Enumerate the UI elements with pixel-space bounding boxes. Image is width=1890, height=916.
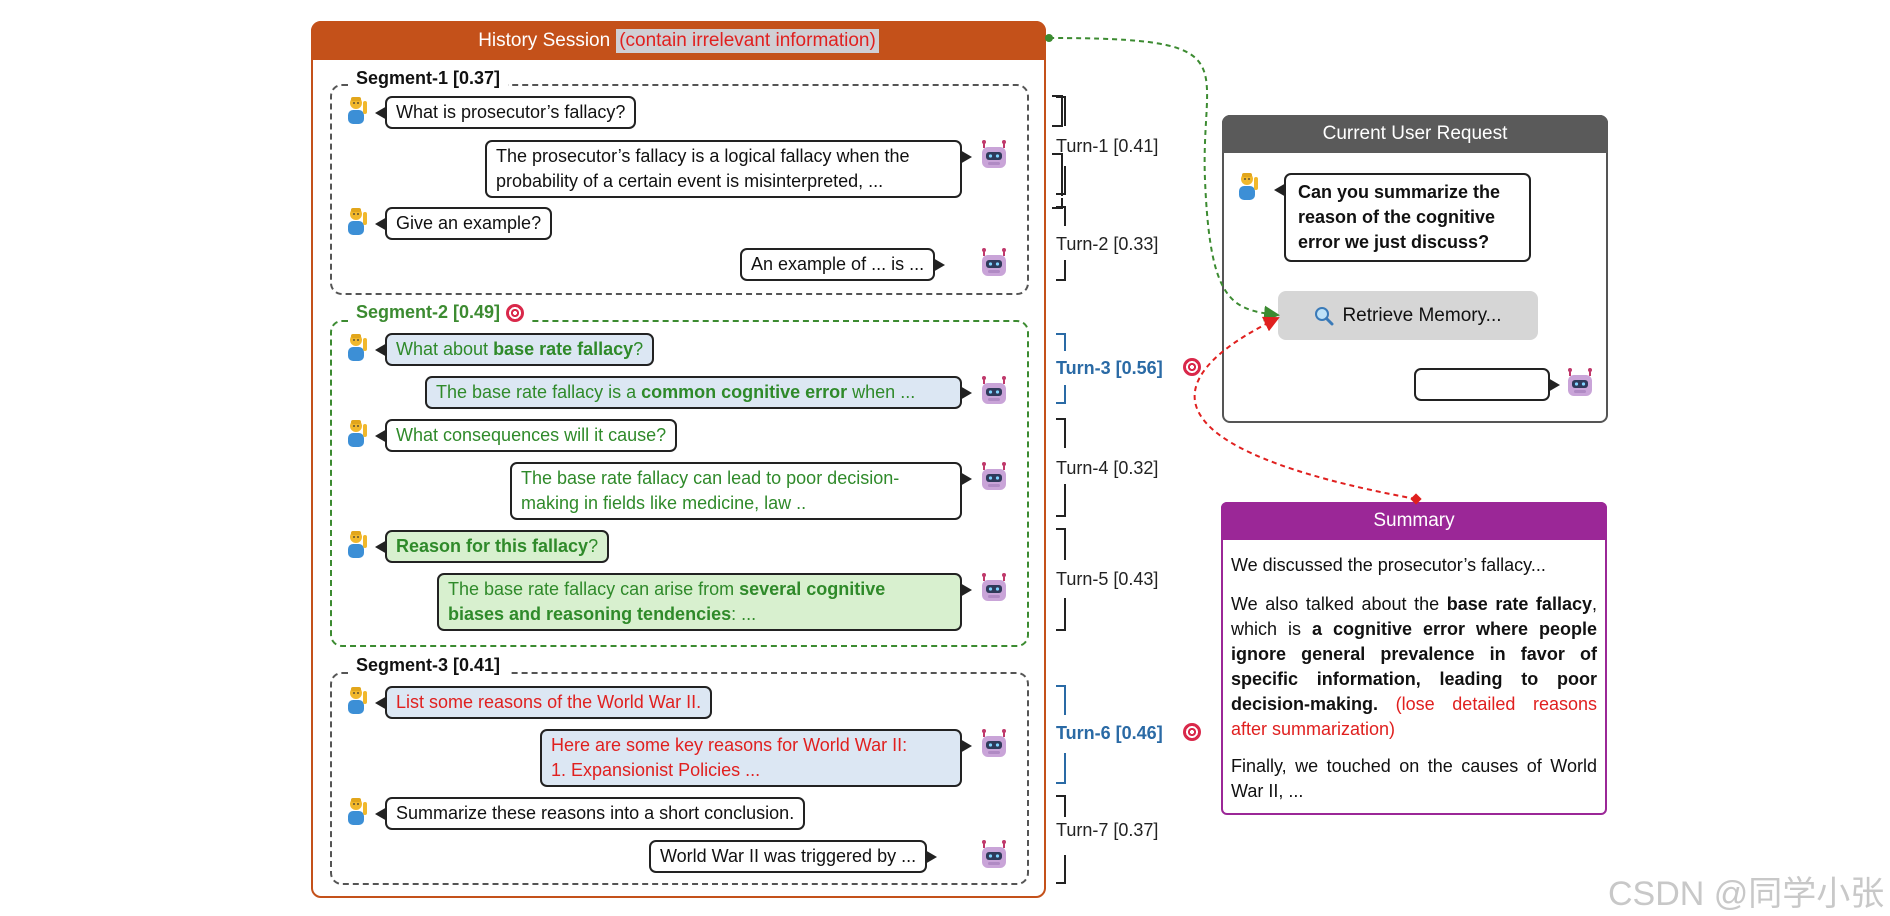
history-session-title: History Session (478, 29, 611, 51)
turn-5-bracket (1056, 528, 1066, 631)
user-message: What about base rate fallacy? (374, 333, 655, 366)
user-message: Reason for this fallacy? (374, 530, 610, 563)
assistant-message: Here are some key reasons for World War … (540, 729, 972, 787)
user-message: What consequences will it cause? (374, 419, 678, 452)
current-user-request-header: Current User Request (1222, 115, 1608, 153)
segment-3-label: Segment-3 [0.41] (348, 655, 509, 676)
assistant-message: The base rate fallacy can arise from sev… (437, 573, 972, 631)
history-to-retrieve-arrow (1048, 37, 1280, 322)
segment-3 (330, 672, 1029, 885)
assistant-reply-placeholder (1414, 368, 1560, 401)
target-icon (1183, 723, 1201, 741)
turn-2-bracket (1056, 206, 1066, 281)
turn-1-label: Turn-1 [0.41] (1056, 136, 1159, 156)
summary-paragraph-1: We discussed the prosecutor’s fallacy... (1231, 555, 1546, 575)
segment-1-label: Segment-1 [0.37] (348, 68, 509, 89)
turn-3-label: Turn-3 [0.56] (1056, 358, 1163, 378)
user-request-message: Can you summarize the reason of the cogn… (1274, 173, 1531, 262)
user-message: What is prosecutor’s fallacy? (374, 96, 637, 129)
turn-5-label: Turn-5 [0.43] (1056, 569, 1159, 589)
history-session-note: (contain irrelevant information) (616, 28, 879, 53)
assistant-message: The prosecutor’s fallacy is a logical fa… (485, 140, 972, 198)
turn-1-bracket (1056, 96, 1066, 195)
assistant-message: An example of ... is ... (740, 248, 946, 281)
turn-3-bracket (1056, 333, 1066, 404)
history-session-header: History Session (contain irrelevant info… (311, 21, 1046, 60)
turn-4-label: Turn-4 [0.32] (1056, 458, 1159, 478)
turn-6-label: Turn-6 [0.46] (1056, 723, 1163, 743)
user-message: Give an example? (374, 207, 553, 240)
user-message: List some reasons of the World War II. (374, 686, 713, 719)
user-message: Summarize these reasons into a short con… (374, 797, 806, 830)
summary-paragraph-3: Finally, we touched on the causes of Wor… (1231, 756, 1597, 801)
turn-4-bracket (1056, 418, 1066, 517)
turn-6-bracket (1056, 685, 1066, 784)
watermark: CSDN @同学小张 (1608, 875, 1885, 913)
summary-to-retrieve-arrow (1193, 316, 1417, 500)
assistant-message: The base rate fallacy is a common cognit… (425, 376, 972, 409)
retrieve-memory-button[interactable]: Retrieve Memory... (1278, 291, 1538, 340)
target-icon (506, 303, 525, 322)
segment-2 (330, 320, 1029, 647)
search-icon (1315, 306, 1334, 325)
segment-2-label: Segment-2 [0.49] (348, 302, 533, 323)
segment-1 (330, 84, 1029, 295)
turn-7-label: Turn-7 [0.37] (1056, 820, 1159, 840)
summary-header: Summary (1221, 502, 1607, 540)
target-icon (1183, 358, 1201, 376)
summary-paragraph-2: We also talked about the base rate falla… (1231, 594, 1597, 739)
turn-7-bracket (1056, 795, 1066, 884)
assistant-message: World War II was triggered by ... (649, 840, 938, 873)
assistant-message: The base rate fallacy can lead to poor d… (510, 462, 972, 520)
turn-2-label: Turn-2 [0.33] (1056, 234, 1159, 254)
